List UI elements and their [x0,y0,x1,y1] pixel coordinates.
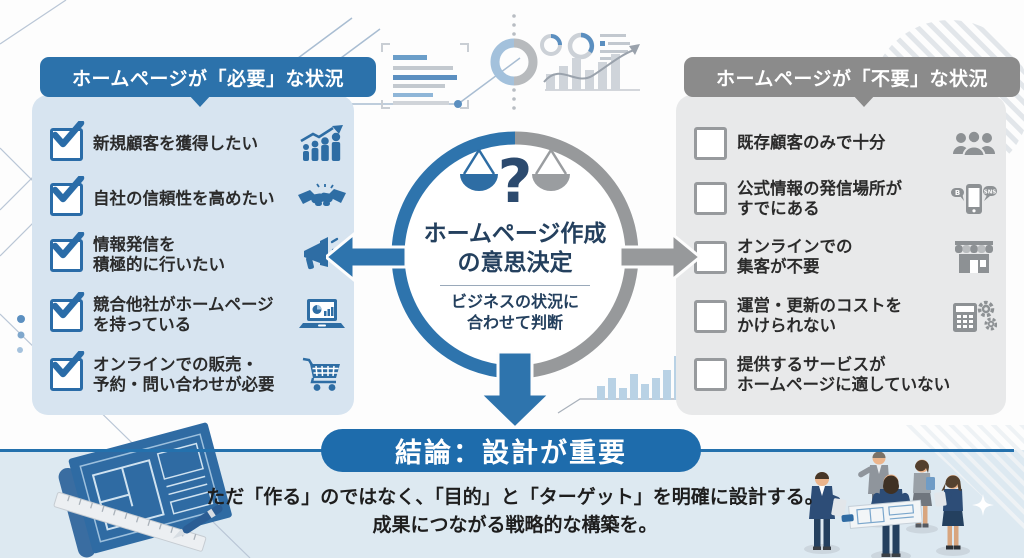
business-people-illustration [804,451,970,558]
handshake-icon [298,183,346,215]
pointer-triangle [852,94,876,107]
checklist-item: 競合他社がホームページ を持っている [50,291,346,335]
conclusion-description: ただ「作る」のではなく、「目的」と「ターゲット」を明確に設計する。 成果につなが… [177,484,853,539]
checkbox-empty [694,299,727,333]
checkbox-empty [694,182,727,216]
phone-sns-icon: B SNS [950,180,998,218]
right-arrow-icon [620,232,700,282]
corner-stripes-decoration [905,425,1024,535]
checklist-item: 新規顧客を獲得したい [50,120,346,163]
checkbox-checked [50,175,85,216]
conclusion-badge: 結論：設計が重要 [321,429,701,472]
storefront-icon [950,239,998,275]
checklist-item: オンラインでの 集客が不要 [694,237,998,277]
ruler-illustration [53,491,207,552]
checklist-item-label: 提供するサービスが ホームページに適していない [737,354,951,394]
scales-question-icon: ? [460,147,570,217]
right-panel-title: ホームページが「不要」な状況 [715,67,989,90]
conclusion-line-left [0,449,322,452]
left-arrow-icon [326,232,406,282]
pointer-triangle [187,94,212,107]
checklist-item: 公式情報の発信場所が すでにある B SNS [694,179,998,219]
laptop-chart-icon [298,298,346,332]
blueprint-illustration [53,422,232,558]
checklist-item-label: 公式情報の発信場所が すでにある [737,178,902,218]
growth-people-icon [298,125,346,163]
conclusion-line-2: 成果につながる戦略的な構築を。 [372,513,658,536]
svg-text:SNS: SNS [984,189,997,195]
conclusion-line-1: ただ「作る」のではなく、「目的」と「ターゲット」を明確に設計する。 [206,486,824,508]
donut-decoration [490,38,538,86]
divider [440,284,590,286]
checklist-item-label: 既存顧客のみで十分 [737,133,886,153]
pen-illustration [172,504,223,539]
checkbox-empty [694,358,727,392]
mini-charts-decoration [540,32,640,91]
checkbox-checked [50,120,85,161]
down-arrow-icon [478,352,552,428]
checklist-item: オンラインでの販売・ 予約・問い合わせが必要 [50,351,346,395]
calculator-gears-icon [950,298,998,334]
checklist-item-label: 情報発信を 積極的に行いたい [93,235,225,275]
conclusion-line-right [700,449,1014,452]
checklist-item-label: 自社の信頼性を高めたい [93,189,275,208]
checklist-item-label: 新規顧客を獲得したい [93,133,258,153]
question-mark: ? [498,147,533,214]
checklist-item-label: 運営・更新のコストを かけられない [737,296,902,336]
decision-circle-content: ? ホームページ作成 の意思決定 ビジネスの状況に 合わせて判断 [395,142,635,334]
checkbox-empty [694,127,727,160]
right-panel: 既存顧客のみで十分 公式情報の発信場所が すでにある [676,95,1006,415]
checkbox-checked [50,231,85,272]
checklist-item: 提供するサービスが ホームページに適していない [694,355,998,395]
decision-subtitle: ビジネスの状況に 合わせて判断 [450,292,579,332]
sparkle-icon [972,494,994,516]
checklist-item-label: オンラインでの 集客が不要 [737,237,853,277]
document-sketch-decoration [381,43,469,109]
checklist-item-label: 競合他社がホームページ を持っている [93,294,274,335]
checklist-item: 情報発信を 積極的に行いたい [50,231,346,275]
checkbox-checked [50,291,85,332]
checklist-item-label: オンラインでの販売・ 予約・問い合わせが必要 [93,354,275,394]
dotted-line-decoration [512,14,516,110]
users-icon [950,128,998,160]
cart-icon [298,357,346,393]
checklist-item: 運営・更新のコストを かけられない [694,296,998,336]
svg-text:B: B [955,189,960,197]
checkbox-checked [50,351,85,392]
checklist-item: 自社の信頼性を高めたい [50,175,346,216]
left-panel: 新規顧客を獲得したい 自社の信頼性を高めたい [32,95,354,415]
left-panel-title: ホームページが「必要」な状況 [71,67,345,90]
right-panel-header: ホームページが「不要」な状況 [684,57,1020,107]
checklist-item: 既存顧客のみで十分 [694,127,998,160]
decision-title: ホームページ作成 の意思決定 [423,221,607,276]
left-panel-header: ホームページが「必要」な状況 [40,57,376,107]
